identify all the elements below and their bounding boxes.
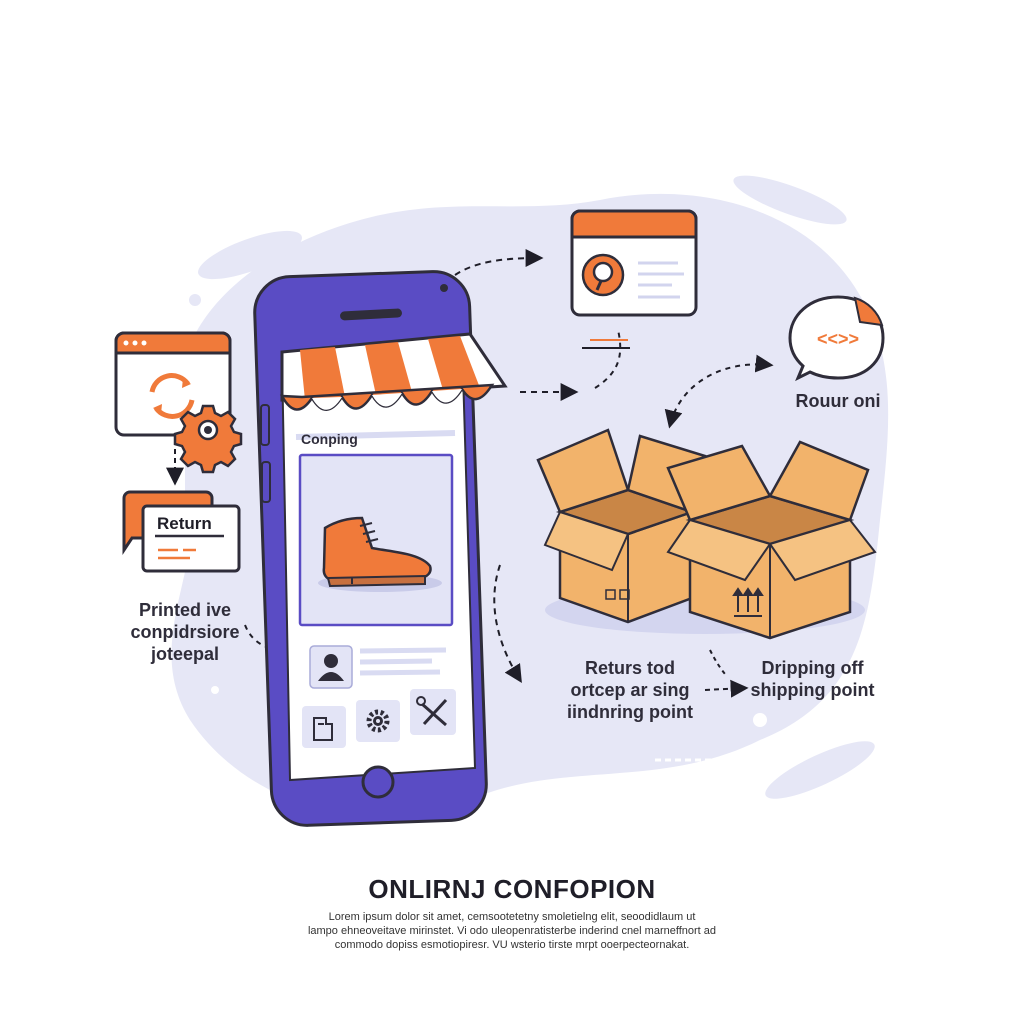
flow-arrow: [704, 679, 749, 698]
flow-arrow: [594, 329, 622, 389]
footer-line: Lorem ipsum dolor sit amet, cemsootetetn…: [328, 911, 696, 923]
phone-header-bar: [295, 430, 456, 440]
user-icon: [318, 654, 344, 681]
open-box-icon: [666, 440, 877, 640]
label-dripping: Dripping off shipping point: [750, 658, 875, 700]
background-blob-swoosh: [733, 175, 847, 225]
background-dot: [720, 252, 740, 272]
background-dot: [753, 713, 767, 727]
return-card-title: Return: [157, 514, 212, 533]
open-box-icon: [536, 428, 707, 624]
chat-bubble-code: <<>>: [817, 329, 859, 349]
flow-arrow: [709, 649, 726, 675]
label-returns: Returs tod ortcep ar sing iindnring poin…: [567, 658, 693, 722]
tools-icon: [410, 689, 456, 735]
label-rouur: Rouur oni: [795, 391, 881, 411]
gear-icon: [173, 404, 243, 474]
label-printed: Printed ive conpidrsiore joteepal: [130, 600, 240, 664]
search-window-icon: [570, 209, 698, 317]
background-blob-swoosh: [198, 230, 302, 280]
settings-icon: [356, 700, 400, 742]
shoe-icon: [322, 516, 432, 588]
package-icon: [302, 706, 346, 748]
background-dot: [189, 294, 201, 306]
footer-line: lampo ehneoveitave mirinstet. Vi odo ule…: [307, 925, 717, 937]
footer-line: commodo dopiss esmotiopiresr. VU wsterio…: [334, 939, 690, 951]
footer-title: ONLIRNJ CONFOPION: [368, 874, 656, 904]
storefront-awning-icon: [279, 332, 508, 411]
flow-arrow: [664, 354, 774, 429]
dash-marks: [582, 339, 720, 762]
background-dot: [686, 774, 694, 782]
flow-arrow: [493, 564, 522, 684]
background-dot: [830, 720, 840, 730]
phone-header-label: Conping: [301, 431, 358, 447]
return-card: [122, 490, 241, 573]
background-dot: [211, 686, 219, 694]
flow-arrow: [454, 249, 544, 276]
background-blob-swoosh: [765, 741, 875, 799]
footer-body: Lorem ipsum dolor sit amet, cemsootetetn…: [262, 910, 762, 952]
chat-bubble-icon: [788, 295, 885, 382]
